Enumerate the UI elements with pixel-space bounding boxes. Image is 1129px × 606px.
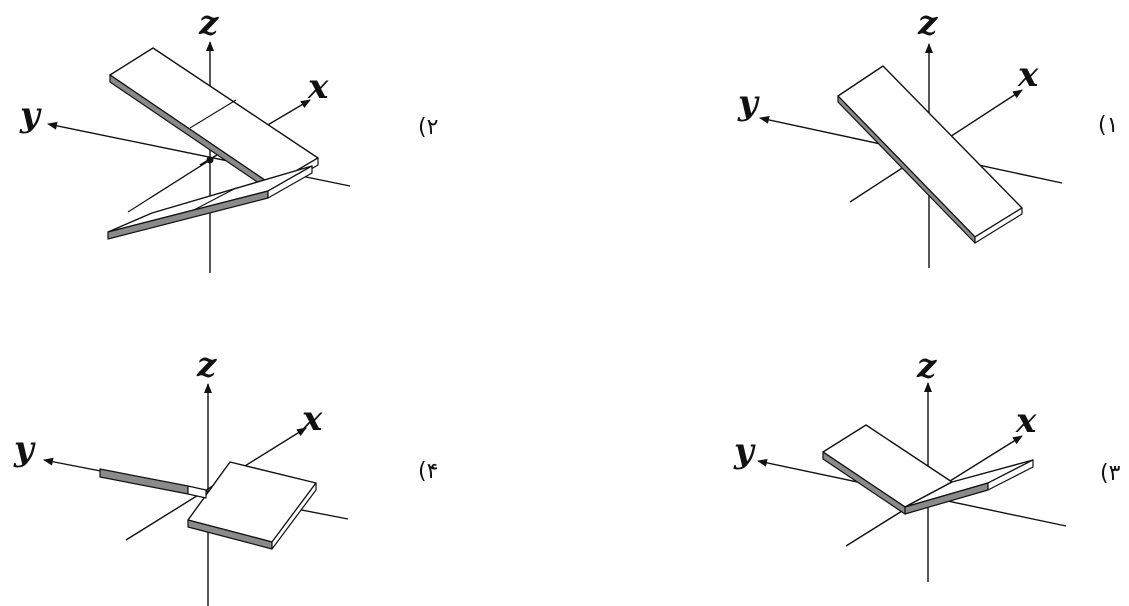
x-axis-label: x	[301, 399, 323, 439]
panel-2: z y x (۲	[19, 3, 438, 273]
z-axis-label: z	[917, 3, 938, 43]
z-axis-label: z	[916, 346, 937, 386]
panel-4: z y x (۴	[13, 345, 438, 606]
x-axis-label: x	[307, 67, 329, 107]
option-label-2: (۲	[418, 115, 438, 140]
y-axis-label: y	[737, 83, 760, 123]
slab-panel-2-upper	[109, 47, 319, 193]
y-axis-label: y	[19, 95, 42, 135]
z-axis-label: z	[198, 3, 219, 43]
panel-3: z y x (۳	[733, 346, 1121, 582]
x-axis-label: x	[1017, 55, 1039, 95]
z-axis-label: z	[196, 345, 217, 385]
option-label-1: (۱	[1098, 113, 1118, 138]
y-axis-label: y	[733, 431, 756, 471]
option-label-3: (۳	[1100, 461, 1121, 486]
slab-panel-4-flat	[187, 461, 317, 550]
slab-panel-4-edge	[99, 468, 207, 499]
option-label-4: (۴	[418, 459, 438, 484]
slab-panel-3-right	[904, 459, 1034, 515]
x-axis-label: x	[1015, 401, 1037, 441]
slab-panel-2-lower	[107, 165, 313, 240]
y-axis-label: y	[13, 429, 36, 469]
slab-panel-1	[837, 65, 1023, 244]
panel-1: z y x (۱	[737, 3, 1118, 268]
